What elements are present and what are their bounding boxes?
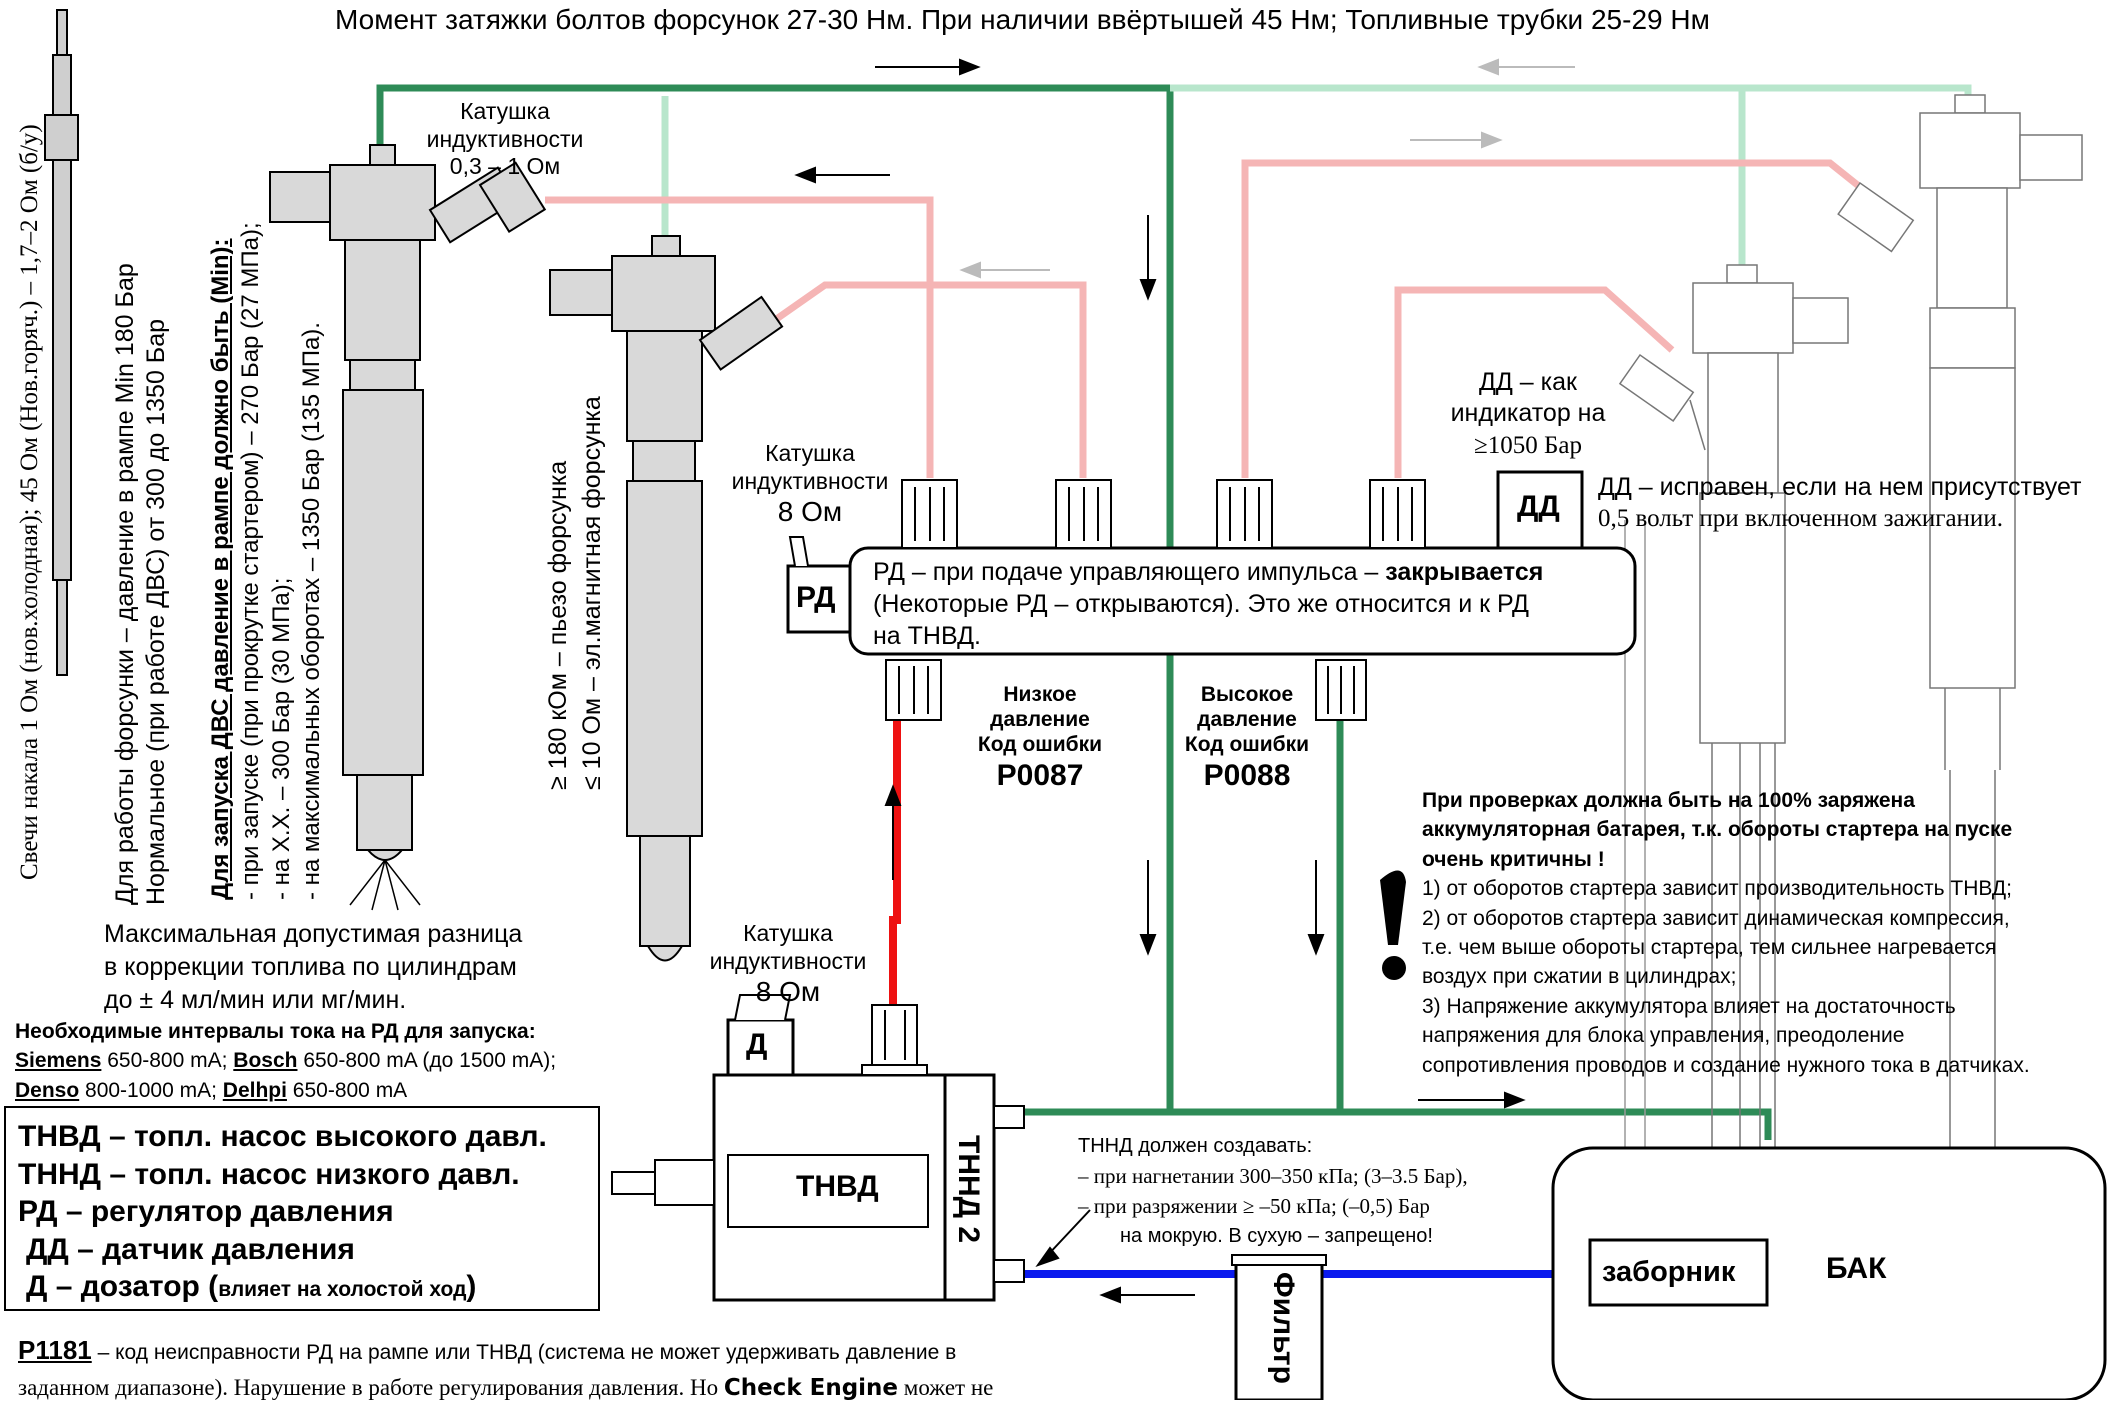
injector-3-faded: [1618, 264, 1849, 1400]
piezo-line1: ≥ 180 кОм – пьезо форсунка: [544, 460, 572, 790]
high-pressure-code: P0088: [1203, 758, 1291, 792]
p1181-code: P1181: [18, 1335, 92, 1365]
start-pressure-line3: - на максимальных оборотах – 1350 Бар (1…: [298, 322, 326, 900]
dd-indicator-label: ДД – как индикатор на ≥1050 Бар: [1450, 368, 1606, 459]
dd-ok-label: ДД – исправен, если на нем присутствует …: [1598, 473, 2082, 533]
exclamation-icon: [1380, 870, 1406, 980]
low-pressure-code: P0087: [996, 758, 1084, 792]
injector-pressure-label: Для работы форсунки – давление в рампе M…: [110, 263, 173, 905]
hp-line-4: [1394, 286, 1675, 478]
injector-pressure-line1: Для работы форсунки – давление в рампе M…: [111, 263, 139, 905]
hp-line-3: [1241, 159, 1873, 478]
tank-label: БАК: [1826, 1252, 1887, 1285]
start-pressure-label: Для запуска ДВС давление в рампе должно …: [206, 222, 328, 900]
start-pressure-line2: - на Х.Х. – 300 Бар (30 МПа);: [267, 577, 295, 900]
hp-line-2: [772, 281, 1087, 478]
battery-note: При проверках должна быть на 100% заряже…: [1422, 789, 2030, 1077]
piezo-line2: ≤ 10 Ом – эл.магнитная форсунка: [577, 396, 606, 790]
tank-pickup-box: [1588, 1238, 1769, 1307]
dd-sensor-shape: [1496, 470, 1584, 550]
injector-1: [269, 144, 547, 861]
return-line-light: [1170, 84, 1972, 105]
legend: ТНВД – топл. насос высокого давл. ТННД –…: [18, 1120, 547, 1303]
rd-current-note: Необходимые интервалы тока на РД для зап…: [15, 1020, 557, 1102]
tnnd-note: ТННД должен создавать: – при нагнетании …: [1078, 1135, 1468, 1247]
dd-tag: ДД: [1517, 490, 1560, 523]
pump-tnvd-label: ТНВД: [796, 1170, 879, 1203]
injector-pressure-line2: Нормальное (при работе ДВС) от 300 до 13…: [142, 318, 171, 905]
coil-pump-label: Катушка индуктивности 8 Ом: [709, 920, 867, 1008]
filter-label: Фильтр: [1267, 1272, 1300, 1384]
flow-arrows: [794, 58, 1575, 1304]
pump-tnnd-label: ТННД 2: [952, 1135, 985, 1244]
rail-outlets: [885, 479, 1426, 721]
hp-line-1: [545, 196, 934, 478]
spray-lines: [349, 859, 421, 911]
high-pressure-lines: [545, 159, 1873, 478]
rd-tag: РД: [796, 581, 836, 614]
pump-assembly: [611, 994, 1025, 1302]
pump-d-tag: Д: [746, 1028, 768, 1061]
page-title: Момент затяжки болтов форсунок 27-30 Нм.…: [335, 4, 1710, 35]
rail-text: РД – при подаче управляющего импульса – …: [873, 558, 1544, 650]
start-pressure-line1: - при запуске (при прокрутке стартером) …: [237, 222, 265, 900]
fuel-filter: [1234, 1261, 1324, 1400]
piezo-label: ≥ 180 кОм – пьезо форсунка ≤ 10 Ом – эл.…: [542, 396, 610, 790]
tank-pickup-label: заборник: [1602, 1256, 1736, 1288]
injector-2: [549, 235, 784, 962]
glow-plug: [44, 9, 79, 676]
max-diff-note: Максимальная допустимая разница в коррек…: [104, 920, 523, 1014]
low-pressure-label: Низкое давление Код ошибки P0087: [935, 682, 1145, 794]
coil-rd-label: Катушка индуктивности 8 Ом: [731, 440, 889, 528]
glow-plug-label: Свечи накала 1 Ом (нов.холодная); 45 Ом …: [16, 124, 43, 880]
p1181-note: P1181 – код неисправности РД на рампе ил…: [18, 1335, 994, 1402]
coil-injector-label: Катушка индуктивности 0,3 – 1 Ом: [426, 98, 584, 180]
legend-box: [4, 1106, 600, 1311]
high-pressure-label: Высокое давление Код ошибки P0088: [1142, 682, 1352, 794]
rd-valve-shape: [786, 536, 852, 634]
start-pressure-heading: Для запуска ДВС давление в рампе должно …: [207, 238, 234, 900]
fuel-tank: [1551, 1146, 2107, 1400]
injector-4-faded: [1837, 94, 2083, 1400]
red-line: [889, 720, 901, 1005]
